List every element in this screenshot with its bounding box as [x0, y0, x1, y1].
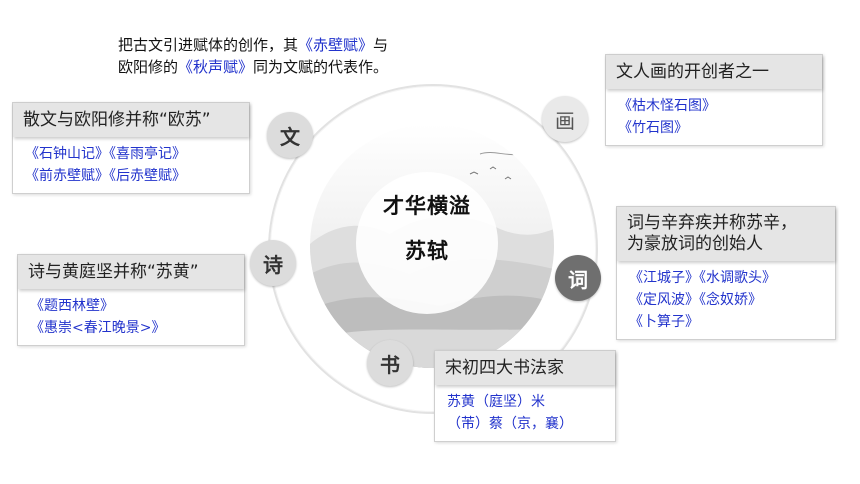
card-prose-works: 《石钟山记》《喜雨亭记》 《前赤壁赋》《后赤壁赋》 [13, 137, 249, 193]
card-ci: 词与辛弃疾并称苏辛， 为豪放词的创始人 《江城子》《水调歌头》 《定风波》《念奴… [616, 206, 836, 340]
work-line: （芾）蔡（京，襄） [447, 416, 573, 432]
work-line: 《惠崇<春江晚景>》 [30, 320, 166, 336]
card-poetry-works: 《题西林壁》 《惠崇<春江晚景>》 [18, 289, 244, 345]
work-line: 《枯木怪石图》 [618, 98, 716, 114]
work-line: 《定风波》《念奴娇》 [629, 292, 762, 308]
intro-work-chibifu: 《赤壁赋》 [298, 36, 374, 54]
intro-work-qiushengfu: 《秋声赋》 [178, 58, 254, 76]
card-poetry-title: 诗与黄庭坚并称“苏黄” [18, 255, 244, 289]
work-line: 《石钟山记》《喜雨亭记》 [25, 146, 186, 162]
card-painting-title: 文人画的开创者之一 [606, 55, 822, 89]
center-disk [356, 172, 498, 314]
work-line: 《卜算子》 [629, 314, 699, 330]
card-ci-works: 《江城子》《水调歌头》 《定风波》《念奴娇》 《卜算子》 [617, 261, 835, 339]
card-painting-works: 《枯木怪石图》 《竹石图》 [606, 89, 822, 145]
work-line: 《题西林壁》 [30, 298, 114, 314]
center-title: 才华横溢 [383, 194, 471, 218]
intro-line-1: 把古文引进赋体的创作，其《赤壁赋》与 [118, 36, 389, 54]
card-calligraphy: 宋初四大书法家 苏黄（庭坚）米 （芾）蔡（京，襄） [434, 350, 616, 442]
work-line: 《竹石图》 [618, 120, 688, 136]
card-poetry: 诗与黄庭坚并称“苏黄” 《题西林壁》 《惠崇<春江晚景>》 [17, 254, 245, 346]
node-ci[interactable]: 词 [555, 255, 601, 301]
node-painting[interactable]: 画 [542, 96, 588, 142]
intro-line-2: 欧阳修的《秋声赋》同为文赋的代表作。 [118, 58, 389, 76]
card-prose-title: 散文与欧阳修并称“欧苏” [13, 103, 249, 137]
card-calligraphy-title: 宋初四大书法家 [435, 351, 615, 385]
intro-text: 把古文引进赋体的创作，其《赤壁赋》与 欧阳修的《秋声赋》同为文赋的代表作。 [118, 34, 388, 78]
node-prose[interactable]: 文 [267, 112, 313, 158]
card-painting: 文人画的开创者之一 《枯木怪石图》 《竹石图》 [605, 54, 823, 146]
node-poetry[interactable]: 诗 [250, 240, 296, 286]
work-line: 《江城子》《水调歌头》 [629, 270, 776, 286]
work-line: 《前赤壁赋》《后赤壁赋》 [25, 168, 186, 184]
card-prose: 散文与欧阳修并称“欧苏” 《石钟山记》《喜雨亭记》 《前赤壁赋》《后赤壁赋》 [12, 102, 250, 194]
node-calligraphy[interactable]: 书 [367, 340, 413, 386]
center-name: 苏轼 [405, 239, 449, 263]
work-line: 苏黄（庭坚）米 [447, 394, 545, 410]
card-ci-title: 词与辛弃疾并称苏辛， 为豪放词的创始人 [617, 207, 835, 261]
card-calligraphy-names: 苏黄（庭坚）米 （芾）蔡（京，襄） [435, 385, 615, 441]
